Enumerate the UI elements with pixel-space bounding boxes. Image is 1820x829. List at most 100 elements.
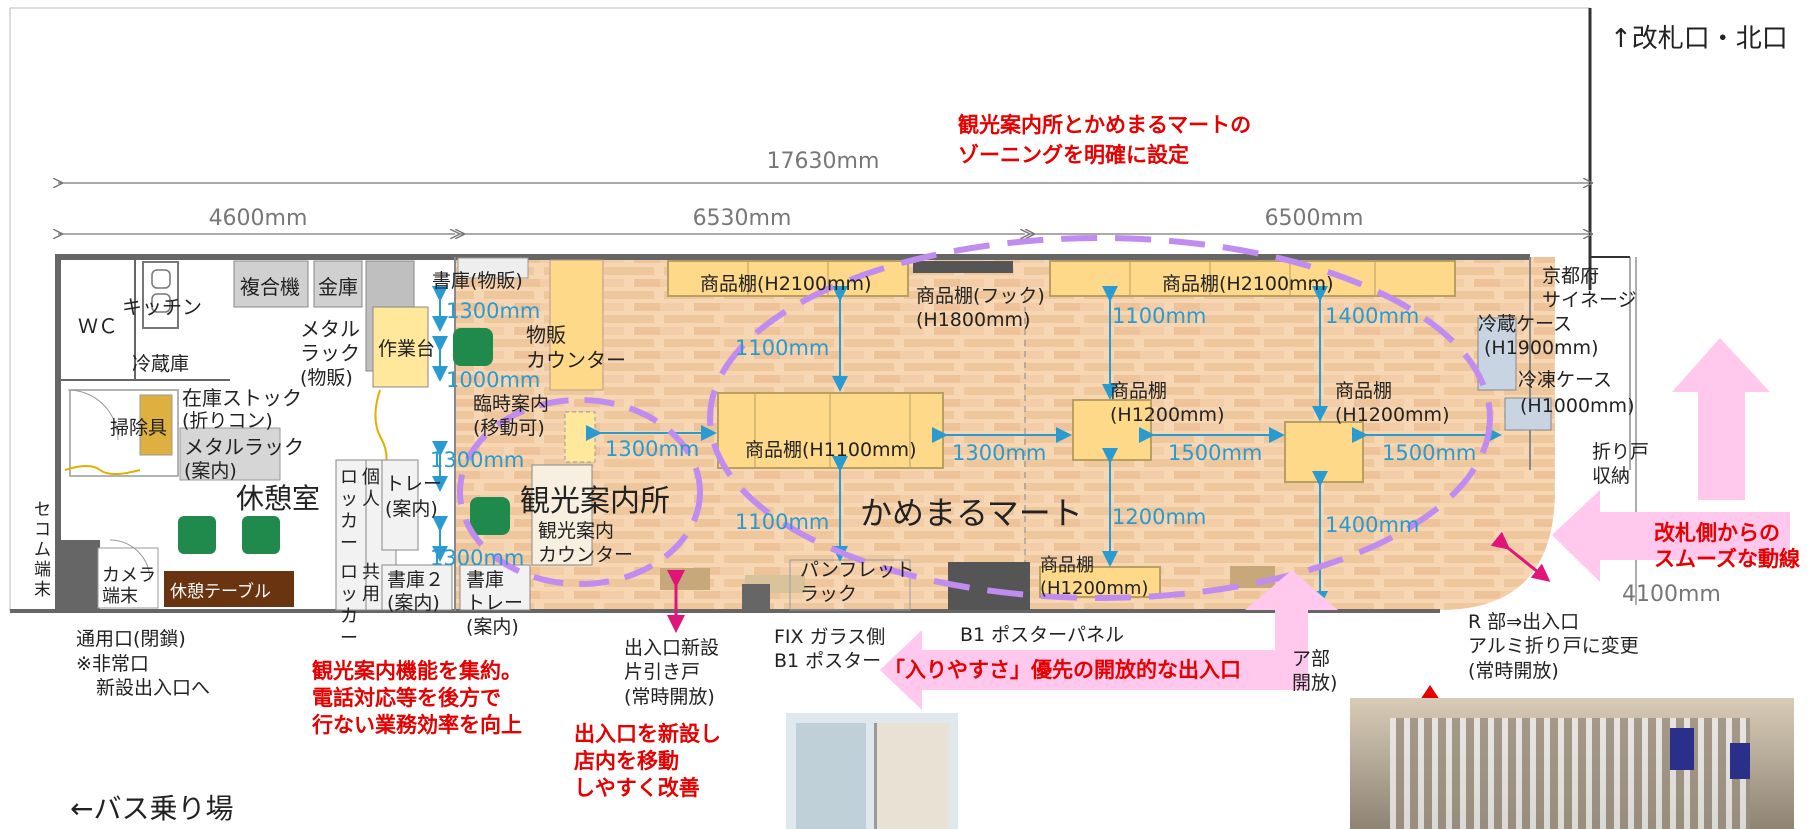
spacing-1400-b: 1400mm [1325,513,1419,537]
storage2-2: (案内) [387,592,440,614]
frozen-case-2: (H1000mm) [1520,395,1634,417]
shelf-hook-2: (H1800mm) [916,309,1030,331]
spacing-1300-c: 1300mm [430,546,524,570]
door-part-1: ア部 [1292,648,1330,670]
cold-case-1: 冷蔵ケース [1478,313,1572,335]
arcade-photo [1350,698,1794,829]
sales-counter-label-1: 物販 [526,323,566,347]
workbench-box [372,306,429,388]
safe-box [313,260,363,308]
frozen-case-1: 冷凍ケース [1518,369,1612,391]
new-door-3: しやすく改善 [574,776,700,800]
new-entrance-1: 出入口新設 [624,637,719,659]
spacing-1100-b: 1100mm [735,510,829,534]
camera-label-2: 端末 [102,586,138,607]
left-arrow-icon [1552,490,1790,582]
safe-label: 金庫 [318,275,358,299]
spacing-1200: 1200mm [1112,505,1206,529]
secom-5: 末 [34,580,51,600]
camera-label-1: カメラ [102,565,156,586]
consolidate-2: 電話対応等を後方で [312,686,501,710]
seat-icon [242,516,280,554]
fix-glass-1: FIX ガラス側 [774,626,885,648]
copier-box [233,260,309,308]
r-part-3: (常時開放) [1468,660,1559,682]
slocker-3: カ [340,606,358,627]
temp-info-1: 臨時案内 [473,393,549,415]
shelf-mid2-2: (H1200mm) [1110,404,1224,426]
rest-table-label: 休憩テーブル [170,581,271,602]
kitchen-label: キッチン [122,295,202,319]
spacing-1300-b: 1300mm [430,448,524,472]
metal-rack-label-3: (物販) [300,367,353,389]
shelf-bottom-1: 商品棚 [1040,555,1094,576]
frozen-case [1504,397,1552,431]
seat-icon [178,516,216,554]
r-part-2: アルミ折り戸に変更 [1468,635,1639,657]
stock-label-1: 在庫ストック [182,386,302,410]
secom-3: ム [34,540,51,560]
plocker-1: ロ [340,467,358,488]
fix-glass-2: B1 ポスター [774,650,881,672]
spacing-1300-a: 1300mm [446,299,540,323]
open-entrance-callout: 「入りやすさ」優先の開放的な出入口 [884,658,1241,682]
stock-label-2: (折りコン) [182,410,273,432]
r-part-1: R 部⇒出入口 [1468,611,1579,633]
spacing-1500-b: 1500mm [1382,441,1476,465]
storage-tray-3: (案内) [466,616,519,638]
shelf-top-1 [667,260,909,297]
tourist-counter-1: 観光案内 [538,520,614,542]
metal-rack-label-2: ラック [300,341,360,365]
new-entrance-2: 片引き戸 [624,661,700,683]
door-part-2: 開放) [1292,672,1337,694]
slocker-6: 用 [362,584,380,605]
secom-4: 端 [34,560,51,580]
storage-tray-2: トレー [466,592,523,614]
zoning-callout-1: 観光案内所とかめまるマートの [958,113,1251,137]
folding-2: 収納 [1592,465,1630,487]
shelf-bottom [1039,566,1161,598]
new-entrance-3: (常時開放) [624,686,715,708]
sales-counter-label-2: カウンター [526,348,626,372]
workbench-label: 作業台 [378,338,435,360]
dim-mid: 6530mm [693,206,792,231]
b1-panel-label: B1 ポスターパネル [960,624,1124,646]
spacing-1000: 1000mm [446,368,540,392]
copier-label: 複合機 [240,275,300,299]
ticket-flow-1: 改札側からの [1654,521,1780,545]
dim-total: 17630mm [767,149,880,174]
common-exit-2: ※非常口 [76,653,149,675]
shelf-top1-label: 商品棚(H2100mm) [700,273,871,295]
new-door-2: 店内を移動 [574,749,679,773]
wc-label: ＷＣ [78,314,118,338]
up-arrow-icon [1672,338,1770,500]
metal-rack-info-1: メタルラック [184,435,304,459]
zoning-callout-2: ゾーニングを明確に設定 [958,143,1189,167]
mart-label: かめまるマート [860,494,1083,532]
spacing-1300-d: 1300mm [605,437,699,461]
cleaning-box [139,394,173,456]
secom-2: コ [34,520,51,540]
entrance-arrow-icon [880,570,1338,710]
shelf-mid-3 [1284,421,1364,483]
storage2-1: 書庫２ [387,569,444,591]
door-photo [786,713,958,829]
bus-label: ←バス乗り場 [70,792,233,825]
plocker-2: ッ [340,489,358,510]
plocker-6: 人 [362,489,380,510]
tourist-zone [457,397,703,587]
storage-sales-label: 書庫(物販) [432,270,523,292]
tourist-counter-2: カウンター [538,544,633,566]
slocker-2: ッ [340,584,358,605]
spacing-1300-e: 1300mm [952,441,1046,465]
dim-right: 6500mm [1265,206,1364,231]
shelf-mid3-2: (H1200mm) [1335,404,1449,426]
rest-room-label: 休憩室 [236,482,320,515]
signage-1: 京都府 [1542,265,1599,287]
slocker-5: 共 [362,562,380,583]
consolidate-3: 行ない業務効率を向上 [311,713,522,737]
shelf-bottom-2: (H1200mm) [1040,578,1148,599]
metal-rack-label-1: メタル [300,317,360,341]
